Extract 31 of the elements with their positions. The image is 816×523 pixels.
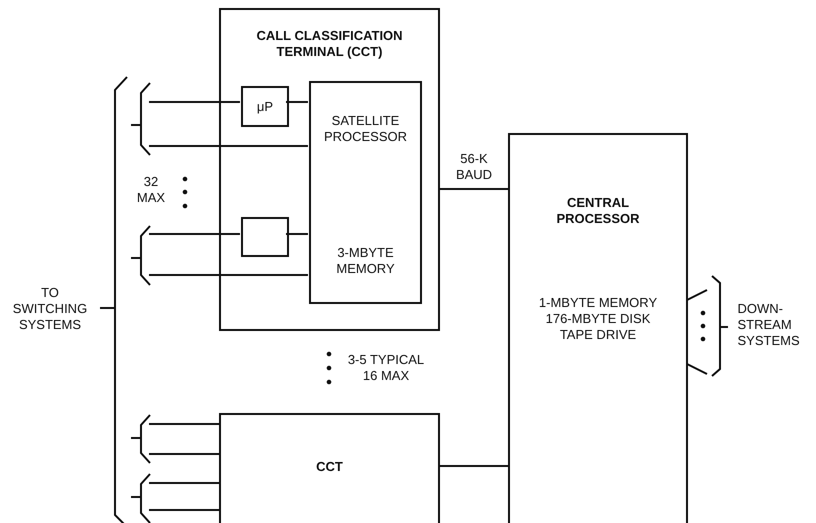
block-label: μP bbox=[256, 98, 274, 114]
connector-line bbox=[439, 465, 509, 467]
empty-box bbox=[241, 217, 289, 257]
connector-line bbox=[286, 233, 308, 235]
connector-line bbox=[686, 363, 708, 375]
connector-line bbox=[149, 509, 220, 511]
block-box bbox=[508, 133, 688, 523]
block-label: DOWN- STREAM SYSTEMS bbox=[736, 301, 801, 349]
connector-line bbox=[149, 233, 240, 235]
connector-line bbox=[149, 482, 220, 484]
note-label: 32 MAX bbox=[136, 174, 166, 206]
block-box bbox=[309, 81, 422, 304]
block-label: 1-MBYTE MEMORY 176-MBYTE DISK TAPE DRIVE bbox=[538, 295, 658, 343]
block-box bbox=[219, 413, 440, 523]
connector-line bbox=[286, 101, 308, 103]
block-label: 3-MBYTE MEMORY bbox=[335, 245, 396, 277]
block-title: SATELLITE PROCESSOR bbox=[322, 113, 408, 145]
connector-line bbox=[439, 188, 509, 190]
connector-line bbox=[149, 423, 220, 425]
block-box bbox=[219, 8, 440, 331]
block-box bbox=[241, 86, 289, 127]
connector-line bbox=[149, 145, 308, 147]
connector-line bbox=[686, 289, 708, 301]
note-label: 3-5 TYPICAL 16 MAX bbox=[346, 352, 426, 384]
connector-line bbox=[149, 101, 240, 103]
block-title: CENTRAL PROCESSOR bbox=[555, 195, 641, 227]
block-label: CCT bbox=[315, 459, 344, 475]
connector-line bbox=[149, 274, 308, 276]
connector-line bbox=[149, 453, 220, 455]
block-label: CALL CLASSIFICATION TERMINAL (CCT) bbox=[255, 28, 404, 60]
block-label: TO SWITCHING SYSTEMS bbox=[12, 285, 88, 333]
